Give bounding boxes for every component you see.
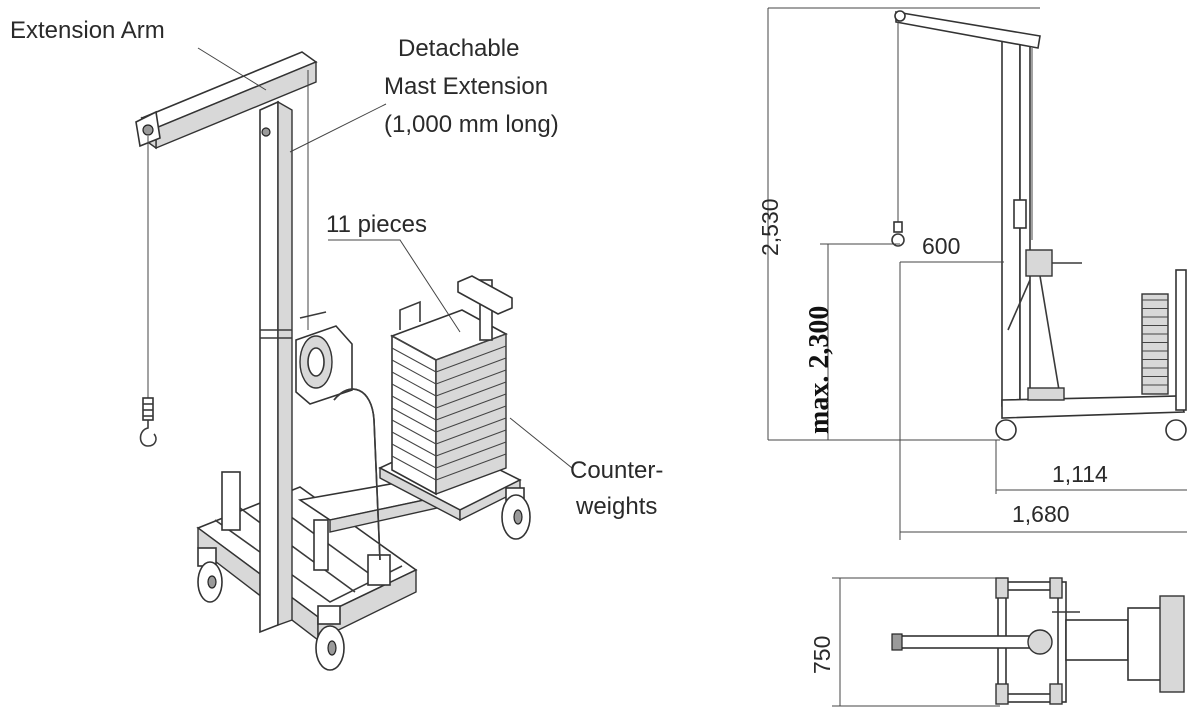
counterweight-plate-edge [435, 405, 507, 433]
isometric-view: Extension Arm Detachable Mast Extension … [10, 17, 663, 671]
caster-rear [501, 487, 531, 540]
callout-leaders [197, 47, 573, 469]
caster-front-right [315, 605, 345, 671]
mast [259, 100, 293, 634]
counterweight-plate-edge [435, 417, 507, 445]
side-hook-icon [891, 221, 905, 247]
height-dimension-lines [767, 7, 1040, 441]
dimension-width: 750 [809, 636, 835, 674]
extension-arm [135, 51, 318, 150]
counterweight-plate-edge [391, 407, 437, 433]
counterweight-stack [390, 275, 513, 496]
winch [295, 311, 353, 405]
counterweight-plate-edge [435, 453, 507, 481]
side-counterweight-stack [1141, 293, 1169, 395]
dimension-base-length: 1,680 [1012, 501, 1070, 527]
counterweight-plate-edge [435, 381, 507, 409]
counterweight-plate-edge [391, 335, 437, 361]
counterweight-plate-edge [435, 429, 507, 457]
horizontal-dimension-lines [899, 261, 1187, 540]
side-mast [894, 10, 1041, 407]
callout-counterweights-line1: Counter- [570, 457, 663, 484]
counterweight-plate-edge [391, 431, 437, 457]
counterweight-plate-edge [391, 419, 437, 445]
top-plan-view: 750 [809, 577, 1185, 707]
callout-extension-arm: Extension Arm [10, 17, 165, 44]
counterweight-plate-edge [391, 371, 437, 397]
plan-frame [995, 577, 1185, 705]
counterweight-plate-edge [391, 383, 437, 409]
counterweight-plate-edge [391, 347, 437, 373]
counterweight-plate-edge [391, 443, 437, 469]
counterweight-plate-edge [435, 393, 507, 421]
dimension-total-height: 2,530 [757, 198, 783, 256]
counterweight-plate-edge [435, 369, 507, 397]
side-elevation-view: 2,530 max. 2,300 600 1,114 1,680 [757, 7, 1187, 540]
side-winch [1007, 249, 1082, 397]
counterweight-plate-edge [435, 333, 507, 361]
dimension-base-inner: 1,114 [1052, 461, 1108, 487]
counterweight-plate-edge [391, 395, 437, 421]
counterweight-plate-edge [435, 357, 507, 385]
callout-mast-extension-line2: Mast Extension [384, 73, 548, 100]
counterweight-plate-edge [391, 359, 437, 385]
callout-mast-extension-line1: Detachable [398, 35, 519, 62]
side-base [995, 269, 1187, 441]
callout-mast-extension-line3: (1,000 mm long) [384, 111, 559, 138]
plan-arm [891, 611, 1080, 655]
counterweight-plate-edge [391, 455, 437, 481]
caster-front-left [197, 547, 223, 603]
dimension-reach: 600 [922, 233, 960, 259]
dimension-hook-height: max. 2,300 [804, 306, 835, 434]
hoist-cable [147, 70, 309, 398]
counterweight-plate-edge [435, 441, 507, 469]
push-handle [333, 388, 381, 561]
counterweight-plate-edge [435, 345, 507, 373]
hook-icon [139, 397, 157, 447]
callout-counterweights-line2: weights [575, 493, 657, 520]
callout-pieces: 11 pieces [326, 211, 427, 238]
